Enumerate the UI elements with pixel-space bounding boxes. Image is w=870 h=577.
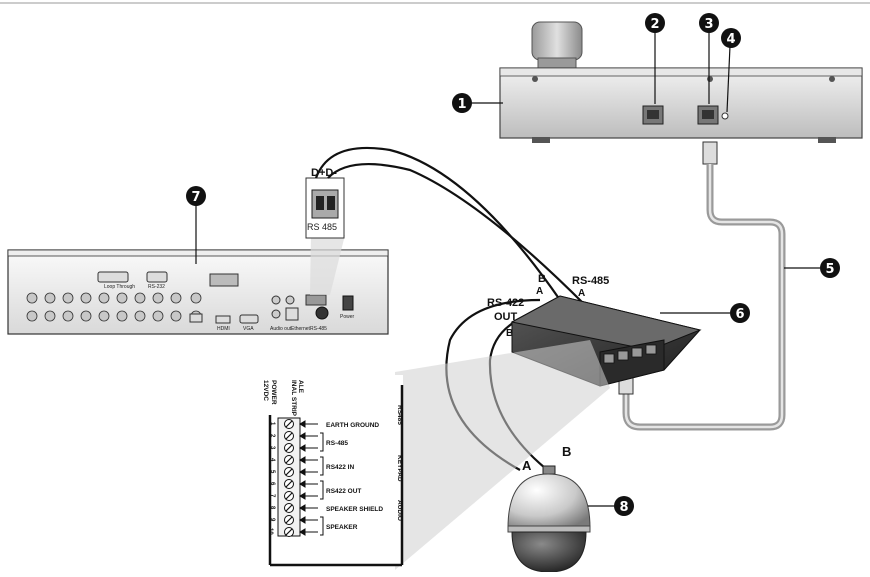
terminal-block-detail: POWER 12VDC ALE INAL STRIP RS485 KEYPAD …	[262, 375, 404, 567]
callout-7: 7	[186, 186, 206, 206]
power-12vdc-header: 12VDC	[262, 380, 269, 401]
pin-number: 1	[269, 422, 275, 426]
callout-1: 1	[452, 93, 472, 113]
rs485-row-label: RS-485	[326, 440, 348, 447]
svg-text:1: 1	[457, 97, 466, 112]
rs485-connector-label: RS 485	[307, 222, 337, 232]
rs485-label: RS-485	[572, 275, 609, 287]
callout-8: 8	[614, 496, 634, 516]
dome-a-label: A	[522, 458, 532, 473]
svg-text:3: 3	[704, 17, 713, 32]
rs422-label: RS-422	[487, 297, 524, 309]
callout-5: 5	[820, 258, 840, 278]
keyboard-device	[499, 21, 863, 143]
ale-strip-header: INAL STRIP	[290, 380, 297, 417]
pin-number: 4	[269, 458, 275, 462]
power-switch-icon	[342, 295, 354, 311]
dvr-label-hdmi: HDMI	[217, 326, 230, 332]
dvr-label-rs485: RS-485	[310, 326, 327, 332]
pin-number: 10	[267, 528, 273, 535]
svg-text:8: 8	[619, 500, 628, 515]
speaker-shield-label: SPEAKER SHIELD	[326, 506, 383, 513]
rj-plug-icon	[702, 141, 718, 165]
svg-text:7: 7	[191, 190, 200, 205]
audio-section-label: AUDIO	[396, 500, 403, 521]
svg-text:4: 4	[726, 32, 735, 47]
rs422-a-label: A	[536, 286, 543, 297]
earth-ground-label: EARTH GROUND	[326, 422, 379, 429]
callout-3: 3	[699, 13, 719, 33]
rs422-in-label: RS422 IN	[326, 464, 354, 471]
power-header: POWER	[270, 380, 277, 405]
callout-6: 6	[730, 303, 750, 323]
dome-b-label: B	[562, 444, 571, 459]
rs422-b-label: B	[506, 328, 513, 339]
pin-number: 6	[269, 482, 275, 486]
rj-cable	[618, 141, 786, 431]
pin-number: 3	[269, 446, 275, 450]
dvr-label-loop: Loop Through	[104, 284, 135, 290]
pin-number: 2	[269, 434, 275, 438]
svg-text:2: 2	[650, 17, 659, 32]
dvr-label-audio: Audio out	[270, 326, 292, 332]
rs422-out-row-label: RS422 OUT	[326, 488, 361, 495]
rs485-connector-zoom: D+D- RS 485	[305, 167, 345, 239]
power-jack-icon	[721, 112, 729, 120]
callout-2: 2	[645, 13, 665, 33]
dvr-label-vga: VGA	[243, 326, 254, 332]
speaker-label: SPEAKER	[326, 524, 358, 531]
rs485-b-label: B	[538, 273, 546, 285]
pin-number: 8	[269, 506, 275, 510]
svg-text:5: 5	[825, 262, 834, 277]
keypad-section-label: KEYPAD	[396, 455, 403, 482]
dvr-label-ethernet: Ethernet	[291, 326, 311, 332]
pin-number: 9	[269, 518, 275, 522]
pin-number: 5	[269, 470, 275, 474]
rs422-out-label: OUT	[494, 311, 518, 323]
joystick-icon	[531, 21, 583, 61]
callout-4: 4	[721, 28, 741, 48]
dome-camera	[507, 465, 591, 573]
pin-number: 7	[269, 494, 275, 498]
dvr-label-rs232: RS-232	[148, 284, 165, 290]
dvr-label-power: Power	[340, 314, 355, 320]
rs485-a-label: A	[578, 288, 585, 299]
rs485-port-icon	[305, 294, 327, 306]
svg-text:6: 6	[735, 307, 744, 322]
rs485-section-label: RS485	[396, 405, 403, 425]
ale-header: ALE	[297, 380, 304, 394]
